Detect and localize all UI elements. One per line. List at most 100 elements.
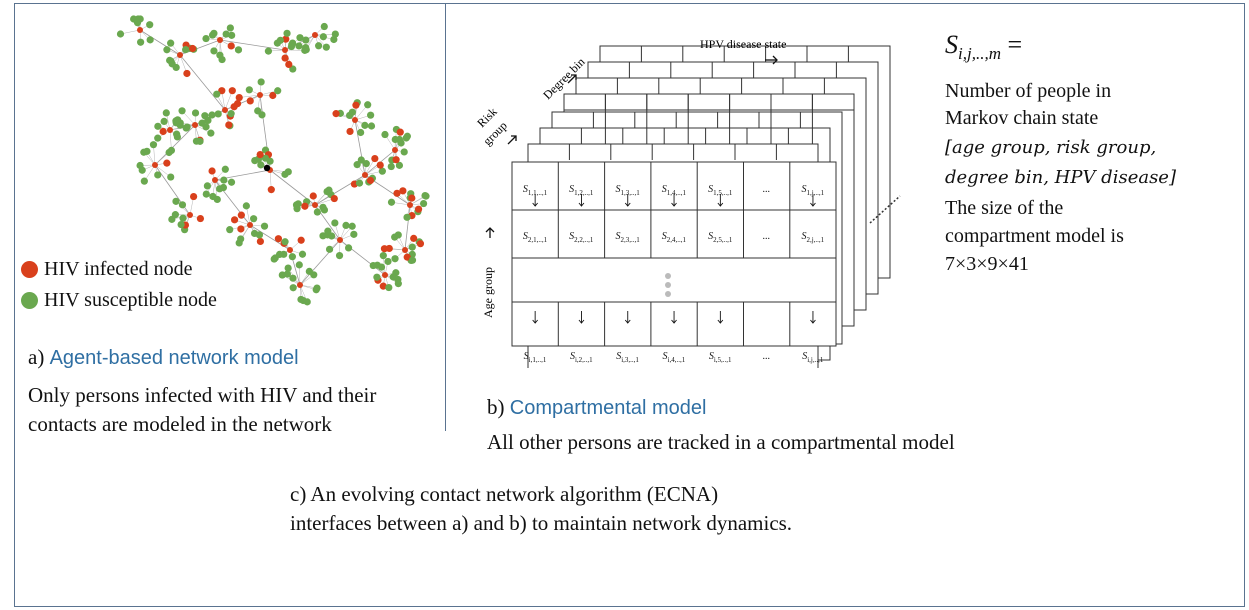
- network-node: [213, 195, 221, 204]
- network-node: [320, 22, 328, 31]
- network-node: [179, 214, 187, 222]
- network-hub: [382, 272, 388, 278]
- network-node: [237, 211, 245, 219]
- network-node: [168, 215, 176, 223]
- ellipsis-dot: [665, 282, 671, 288]
- network-node: [319, 33, 327, 41]
- network-graph: [116, 15, 430, 306]
- grid-cell-label: S1,4,..,1: [661, 184, 687, 197]
- network-node: [138, 166, 146, 174]
- network-hub: [297, 282, 303, 288]
- part-a-title: Agent-based network model: [49, 347, 299, 369]
- network-node: [230, 216, 239, 224]
- focal-node: [263, 164, 271, 172]
- network-node: [234, 100, 242, 108]
- formula-line5: The size of the: [945, 197, 1064, 219]
- network-node: [163, 159, 171, 167]
- formula-line7: 7×3×9×41: [945, 253, 1029, 275]
- network-node: [299, 296, 307, 305]
- network-node: [283, 29, 291, 37]
- network-node: [376, 161, 384, 169]
- formula-line6: compartment model is: [945, 225, 1124, 247]
- network-node: [422, 192, 430, 200]
- network-node: [190, 192, 198, 201]
- formula-heading: Si,j,..,m =: [945, 30, 1022, 64]
- network-node: [116, 30, 125, 38]
- network-node: [198, 119, 206, 127]
- network-node: [281, 170, 289, 178]
- network-node: [257, 78, 265, 86]
- grid-cell-label: Si,j,..,1: [802, 351, 824, 364]
- network-node: [325, 186, 333, 194]
- network-node: [371, 154, 379, 163]
- network-node: [256, 237, 264, 246]
- network-node: [331, 219, 339, 227]
- network-edge: [404, 204, 411, 251]
- grid-cell-label: S2,j,..,1: [801, 231, 825, 244]
- network-node: [269, 91, 277, 100]
- network-node: [196, 214, 205, 223]
- network-node: [274, 87, 282, 95]
- grid-cell-label: ...: [762, 184, 771, 195]
- network-node: [391, 233, 399, 241]
- network-node: [392, 156, 400, 164]
- network-node: [264, 47, 273, 55]
- network-node: [216, 185, 224, 193]
- network-node: [191, 109, 200, 117]
- network-node: [301, 202, 309, 210]
- network-node: [379, 282, 387, 290]
- network-node: [287, 42, 296, 51]
- formula-line4: degree bin, HPV disease]: [945, 167, 1176, 188]
- network-node: [322, 43, 330, 51]
- network-hub: [402, 247, 408, 253]
- diagonal-dots: [869, 195, 901, 224]
- network-node: [348, 108, 357, 116]
- grid-cell-label: S1,5,..,1: [708, 184, 733, 197]
- network-node: [255, 231, 264, 239]
- legend-infected-label: HIV infected node: [44, 257, 193, 280]
- grid-cell-label: S2,5,..,1: [708, 231, 733, 244]
- grid-cell-label: S1,2,..,1: [569, 184, 594, 197]
- network-node: [325, 245, 334, 253]
- network-node: [285, 60, 293, 69]
- network-node: [330, 35, 338, 44]
- grid-cell-label: Si,4,..,1: [662, 351, 686, 364]
- network-node: [178, 107, 186, 115]
- grid-cell-label: Si,1,..,1: [523, 351, 547, 364]
- network-node: [250, 215, 258, 223]
- formula-line2: Markov chain state: [945, 107, 1099, 129]
- part-b-caption: b) Compartmental model: [487, 395, 707, 420]
- network-node: [399, 187, 407, 195]
- infected-node-icon: [21, 260, 38, 278]
- network-node: [281, 54, 289, 62]
- network-hub: [287, 247, 293, 253]
- network-node: [319, 232, 327, 240]
- network-node: [276, 36, 284, 44]
- grid-cell-label: S1,3,..,1: [615, 184, 640, 197]
- grid-cell-label: S2,2,..,1: [569, 231, 594, 244]
- network-edge: [179, 54, 226, 111]
- network-node: [289, 284, 297, 292]
- network-node: [309, 192, 317, 200]
- network-hub: [312, 32, 318, 38]
- network-node: [369, 261, 377, 270]
- network-node: [379, 251, 387, 260]
- grid-cell-label: S2,3,..,1: [615, 231, 640, 244]
- network-node: [344, 244, 353, 252]
- network-hub: [187, 212, 193, 218]
- network-hub: [407, 202, 413, 208]
- network-node: [154, 122, 162, 130]
- network-node: [393, 189, 401, 197]
- grid-cell-label: ...: [762, 231, 771, 242]
- network-node: [137, 38, 145, 46]
- network-node: [237, 225, 245, 233]
- network-node: [387, 198, 396, 206]
- part-b-description: All other persons are tracked in a compa…: [487, 430, 955, 454]
- network-node: [403, 253, 411, 261]
- network-hub: [282, 47, 288, 53]
- network-hub: [212, 177, 218, 183]
- network-node: [419, 199, 428, 208]
- network-node: [226, 226, 234, 234]
- network-node: [416, 240, 425, 248]
- network-node: [146, 21, 154, 29]
